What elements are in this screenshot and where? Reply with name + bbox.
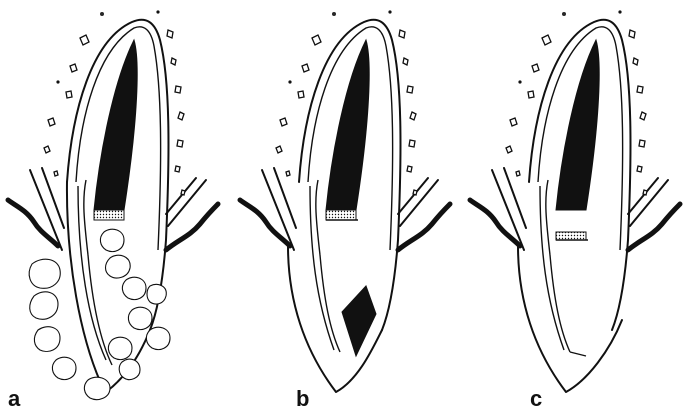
panel-label-c: c: [530, 388, 542, 410]
panel-b-tooth: [240, 10, 450, 392]
panel-c-tooth: [470, 10, 680, 392]
panel-label-a: a: [8, 388, 20, 410]
panel-a-tooth: [8, 10, 218, 399]
panel-label-b: b: [296, 388, 309, 410]
